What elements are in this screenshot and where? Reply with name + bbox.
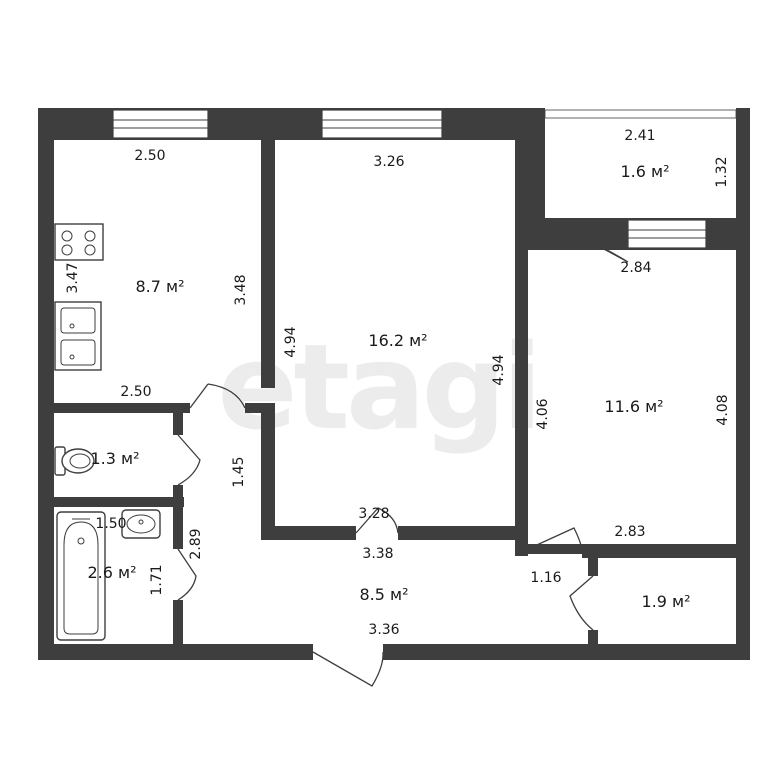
balcony-door — [575, 233, 629, 263]
living-room-length-right: 4.94 — [491, 354, 507, 385]
entrance-door — [312, 651, 384, 687]
toilet-icon — [54, 446, 95, 476]
bathroom-door — [177, 548, 197, 601]
living-room-width-bottom: 3.28 — [358, 506, 389, 522]
living-room-door — [355, 507, 399, 534]
toilet-area: 1.3 м² — [90, 449, 139, 468]
hallway-width-top: 3.38 — [362, 546, 393, 562]
hallway-length-left: 2.89 — [188, 528, 204, 559]
living-room-length-left: 4.94 — [283, 326, 299, 357]
bathtub-icon — [56, 511, 106, 641]
washbasin-icon — [121, 509, 161, 539]
hallway-width-bottom: 3.36 — [368, 622, 399, 638]
hallway-length-side: 1.45 — [231, 456, 247, 487]
kitchen-length-right: 3.48 — [233, 274, 249, 305]
kitchen-area: 8.7 м² — [135, 277, 184, 296]
sink-icon — [54, 301, 102, 371]
living-room-width-top: 3.26 — [373, 154, 404, 170]
kitchen-width-bottom: 2.50 — [120, 384, 151, 400]
bedroom-length-left: 4.06 — [535, 398, 551, 429]
closet-area: 1.9 м² — [641, 592, 690, 611]
hallway-passage: 1.16 — [530, 570, 561, 586]
kitchen-door — [189, 383, 246, 409]
bedroom-width-bottom: 2.83 — [614, 524, 645, 540]
balcony-area: 1.6 м² — [620, 162, 669, 181]
living-room-area: 16.2 м² — [368, 331, 427, 350]
toilet-door — [177, 434, 201, 486]
bedroom-area: 11.6 м² — [604, 397, 663, 416]
kitchen-length-left: 3.47 — [65, 262, 81, 293]
bathroom-width: 1.50 — [95, 516, 126, 532]
balcony-width: 2.41 — [624, 128, 655, 144]
bedroom-door — [527, 527, 583, 550]
closet-door — [569, 575, 594, 631]
doors — [177, 233, 629, 687]
living-room-window — [321, 109, 443, 139]
inner-walls — [54, 140, 750, 644]
bedroom-length-right: 4.08 — [715, 394, 731, 425]
kitchen-window — [112, 109, 209, 139]
windows — [112, 109, 737, 249]
balcony-railing — [544, 109, 737, 119]
bathroom-area: 2.6 м² — [87, 563, 136, 582]
hallway-area: 8.5 м² — [359, 585, 408, 604]
bedroom-width-top: 2.84 — [620, 260, 651, 276]
bedroom-window — [627, 219, 707, 249]
bathroom-length: 1.71 — [149, 564, 165, 595]
kitchen-width-top: 2.50 — [134, 148, 165, 164]
balcony-depth: 1.32 — [714, 156, 730, 187]
stove-icon — [54, 223, 104, 261]
